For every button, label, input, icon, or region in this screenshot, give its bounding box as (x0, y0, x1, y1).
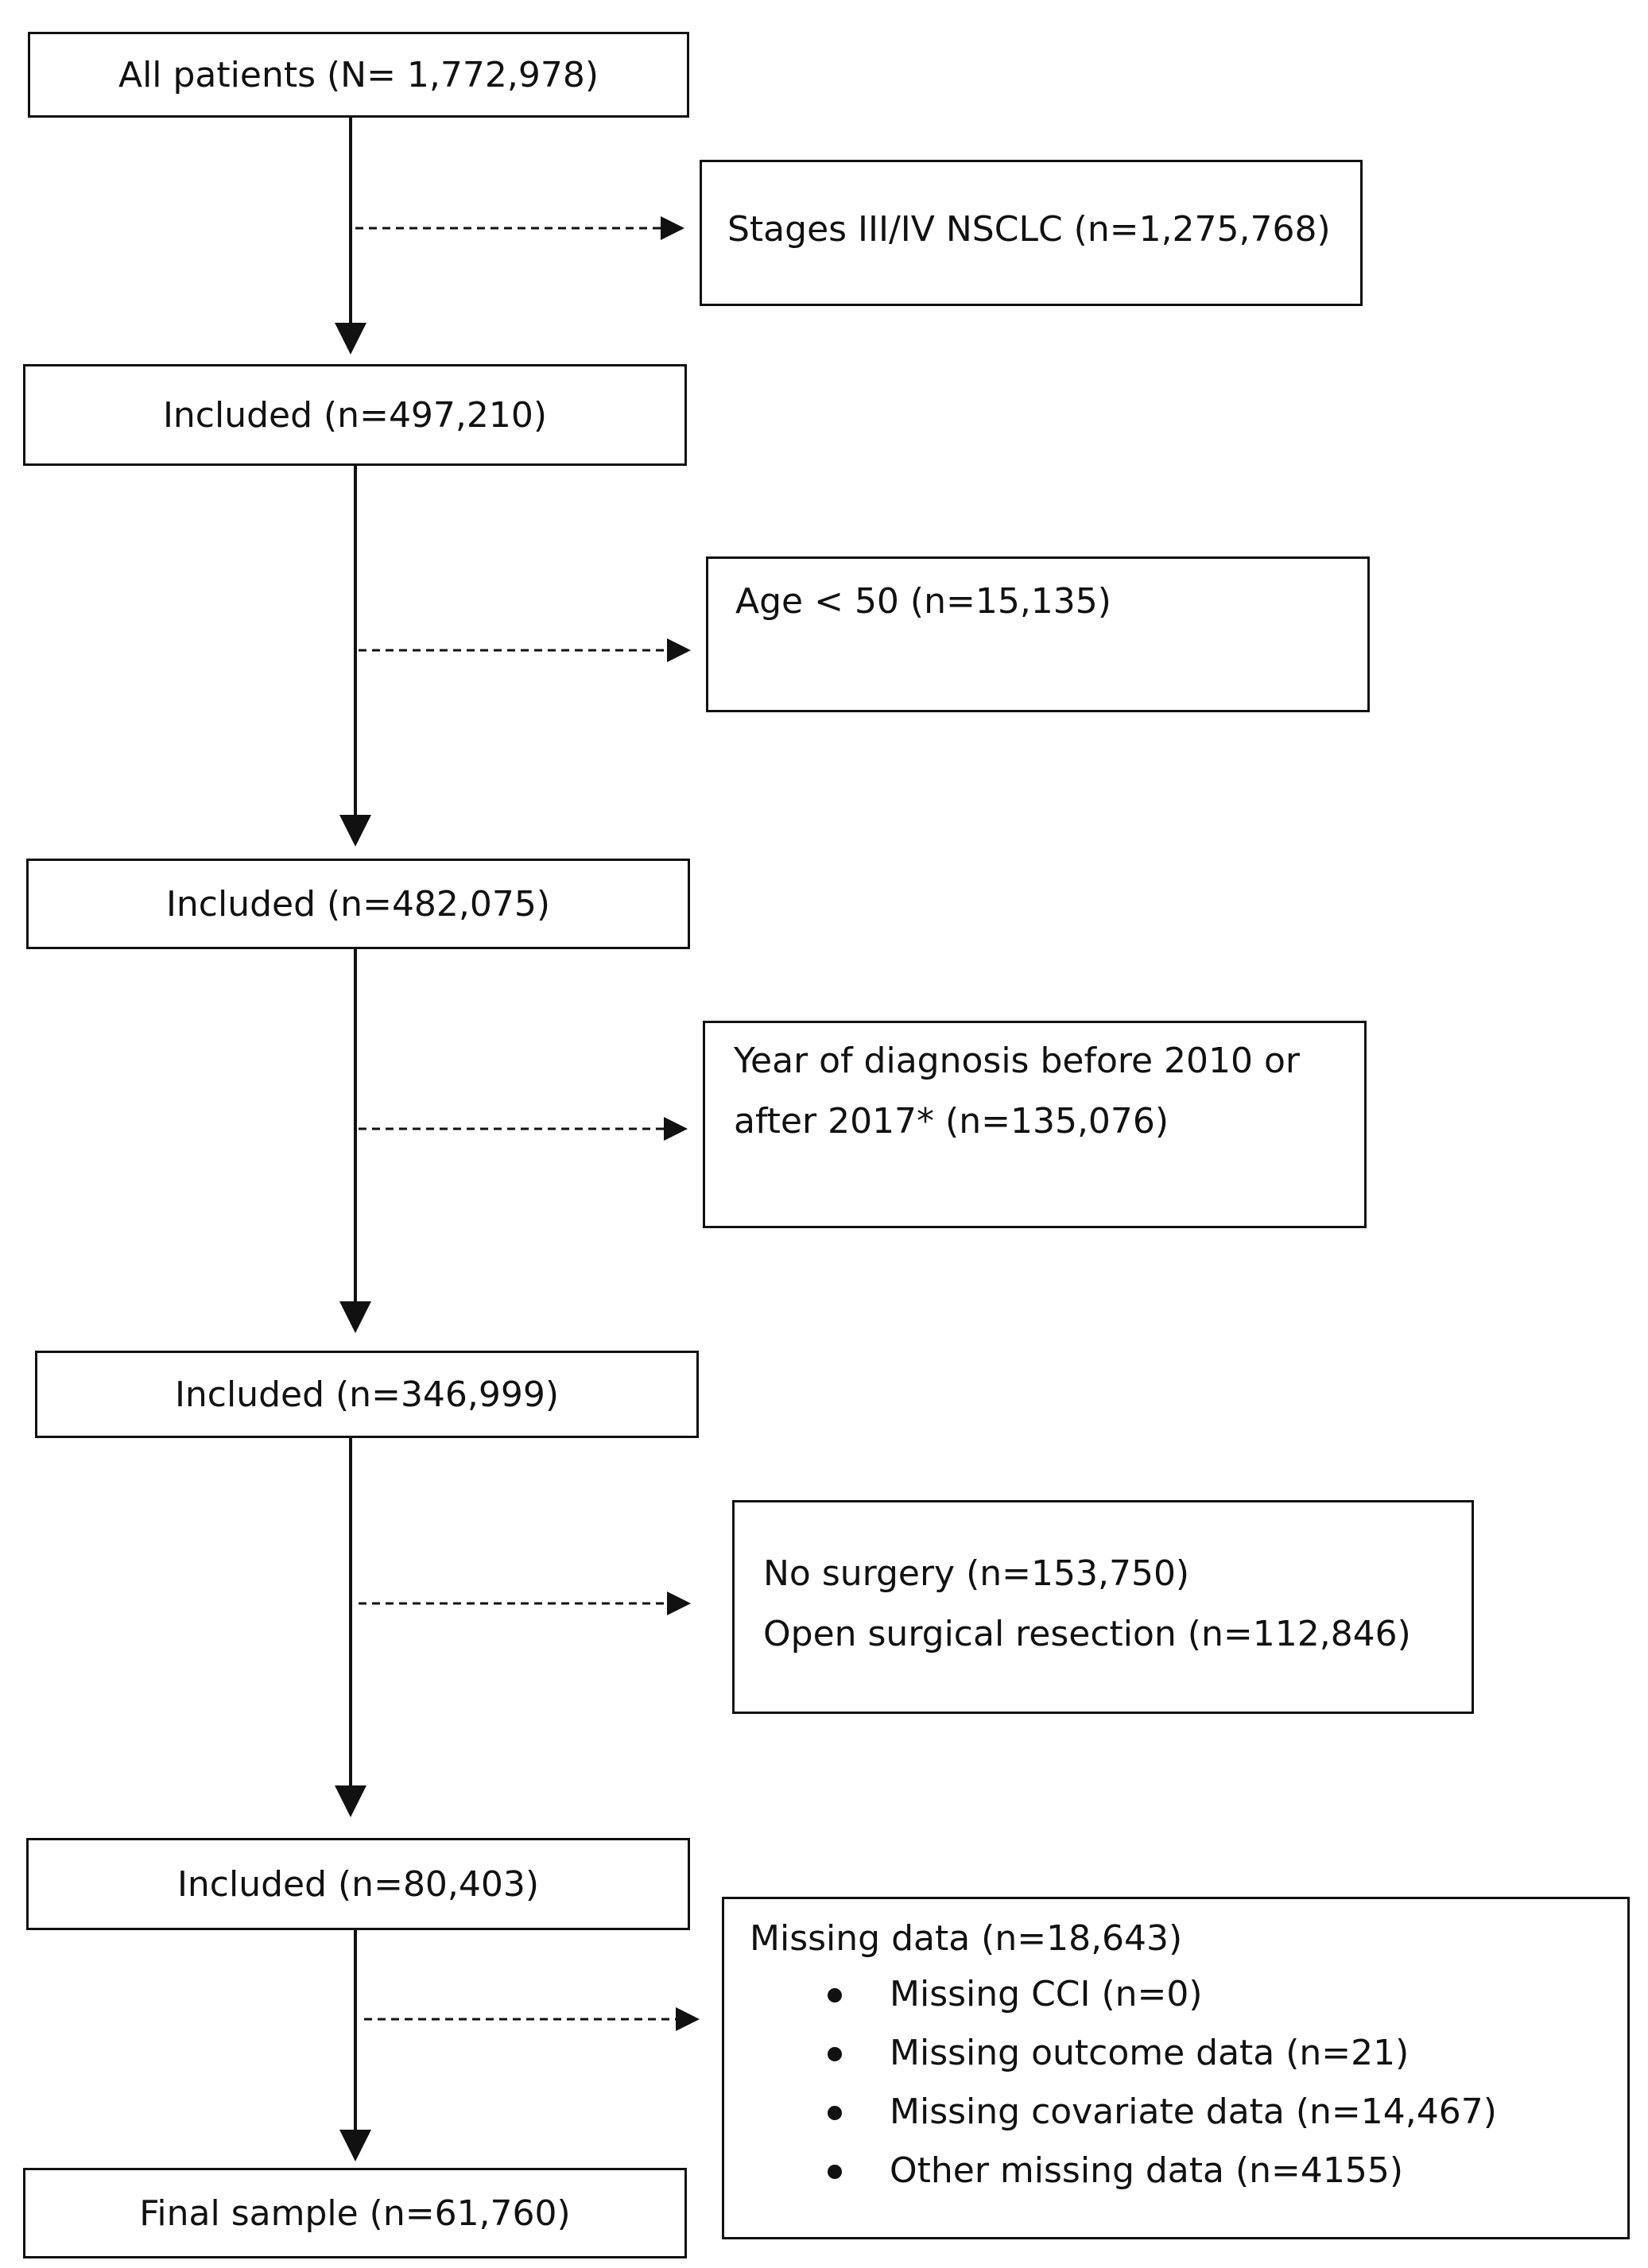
bullet-icon (828, 1988, 842, 2002)
exclusion-stages-text: Stages III/IV NSCLC (n=1,275,768) (727, 209, 1331, 250)
missing-data-title: Missing data (n=18,643) (750, 1918, 1183, 1959)
exclusion-open-resection-text: Open surgical resection (n=112,846) (763, 1614, 1411, 1654)
exclusion-box-stages: Stages III/IV NSCLC (n=1,275,768) (700, 160, 1363, 306)
exclusion-year-line2: after 2017* (n=135,076) (734, 1101, 1169, 1142)
missing-item-text: Other missing data (n=4155) (890, 2150, 1404, 2191)
exclusion-year-line1: Year of diagnosis before 2010 or (734, 1041, 1301, 1081)
bullet-icon (828, 2106, 842, 2120)
all-patients-box: All patients (N= 1,772,978) (28, 32, 689, 118)
included-label-1: Included (n=497,210) (162, 394, 548, 436)
included-box-4: Included (n=80,403) (26, 1838, 690, 1930)
final-sample-label: Final sample (n=61,760) (139, 2192, 571, 2234)
list-item: Missing covariate data (n=14,467) (828, 2092, 1497, 2152)
bullet-icon (828, 2047, 842, 2061)
missing-item-text: Missing covariate data (n=14,467) (890, 2092, 1497, 2132)
missing-item-text: Missing outcome data (n=21) (890, 2033, 1410, 2073)
exclusion-box-year: Year of diagnosis before 2010 or after 2… (703, 1021, 1367, 1228)
included-label-2: Included (n=482,075) (165, 883, 551, 925)
missing-item-text: Missing CCI (n=0) (890, 1974, 1203, 2014)
exclusion-box-missing: Missing data (n=18,643) Missing CCI (n=0… (722, 1897, 1630, 2239)
all-patients-label: All patients (N= 1,772,978) (118, 54, 599, 95)
bullet-icon (828, 2165, 842, 2179)
list-item: Other missing data (n=4155) (828, 2150, 1497, 2211)
included-label-4: Included (n=80,403) (176, 1863, 540, 1905)
included-box-2: Included (n=482,075) (26, 859, 690, 949)
exclusion-box-surgery: No surgery (n=153,750) Open surgical res… (732, 1500, 1474, 1714)
exclusion-age-text: Age < 50 (n=15,135) (735, 581, 1111, 622)
included-box-3: Included (n=346,999) (35, 1351, 699, 1438)
included-label-3: Included (n=346,999) (174, 1374, 560, 1415)
exclusion-no-surgery-text: No surgery (n=153,750) (763, 1553, 1190, 1594)
list-item: Missing CCI (n=0) (828, 1974, 1497, 2034)
final-sample-box: Final sample (n=61,760) (23, 2168, 687, 2258)
list-item: Missing outcome data (n=21) (828, 2033, 1497, 2093)
missing-data-list: Missing CCI (n=0) Missing outcome data (… (828, 1974, 1497, 2211)
included-box-1: Included (n=497,210) (23, 364, 687, 466)
exclusion-box-age: Age < 50 (n=15,135) (706, 556, 1370, 712)
